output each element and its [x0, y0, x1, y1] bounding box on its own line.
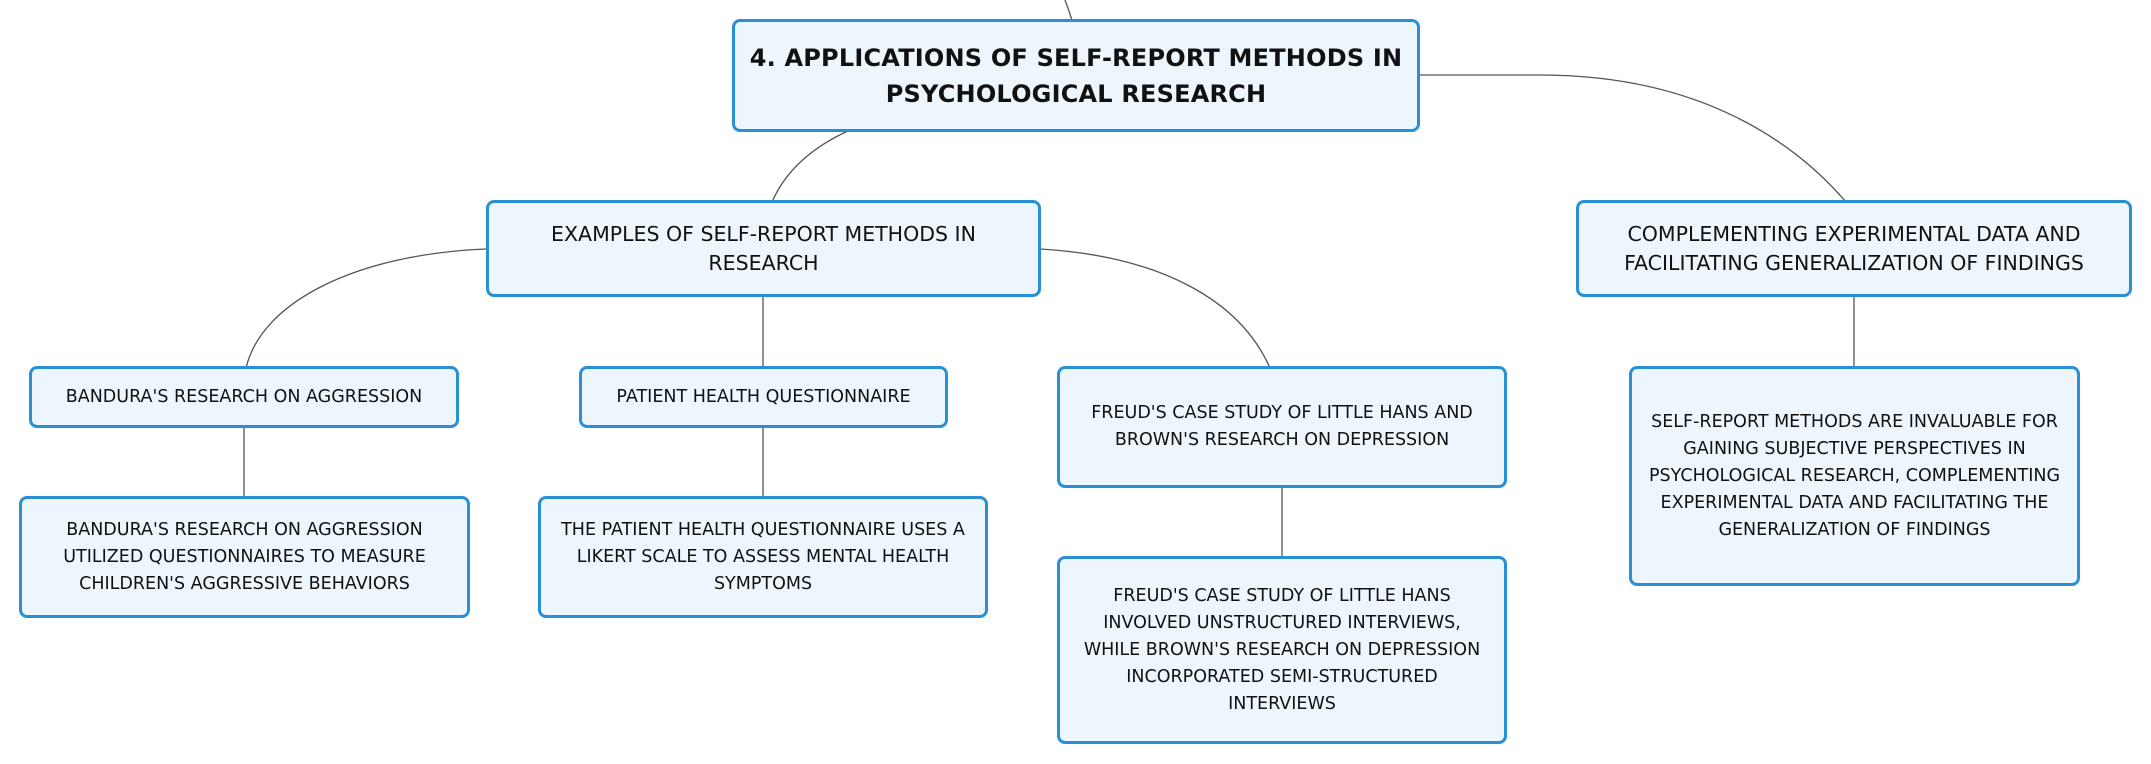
bandura-detail-node[interactable]: BANDURA'S RESEARCH ON AGGRESSION UTILIZE… [19, 496, 470, 618]
freud-detail-text: FREUD'S CASE STUDY OF LITTLE HANS INVOLV… [1083, 585, 1481, 714]
bandura-topic-label: BANDURA'S RESEARCH ON AGGRESSION [65, 386, 423, 407]
examples-topic-label: EXAMPLES OF SELF-REPORT METHODS IN RESEA… [551, 221, 976, 275]
freud-topic-node[interactable]: FREUD'S CASE STUDY OF LITTLE HANS AND BR… [1057, 366, 1507, 488]
complementing-topic-label: COMPLEMENTING EXPERIMENTAL DATA AND FACI… [1624, 221, 2084, 275]
freud-topic-label: FREUD'S CASE STUDY OF LITTLE HANS AND BR… [1091, 403, 1473, 450]
bandura-detail-text: BANDURA'S RESEARCH ON AGGRESSION UTILIZE… [63, 519, 426, 594]
bandura-topic-node[interactable]: BANDURA'S RESEARCH ON AGGRESSION [29, 366, 459, 428]
freud-detail-node[interactable]: FREUD'S CASE STUDY OF LITTLE HANS INVOLV… [1057, 556, 1507, 744]
connector-examples-to-freud [1039, 248, 1271, 369]
connector-parent-to-root [1064, 0, 1073, 21]
connector-root-to-examples [771, 129, 851, 203]
complementing-detail-text: SELF-REPORT METHODS ARE INVALUABLE FOR G… [1648, 411, 2061, 540]
complementing-topic-node[interactable]: COMPLEMENTING EXPERIMENTAL DATA AND FACI… [1576, 200, 2132, 297]
phq-detail-node[interactable]: THE PATIENT HEALTH QUESTIONNAIRE USES A … [538, 496, 988, 618]
connector-examples-to-bandura [245, 248, 487, 369]
phq-topic-node[interactable]: PATIENT HEALTH QUESTIONNAIRE [579, 366, 948, 428]
phq-topic-label: PATIENT HEALTH QUESTIONNAIRE [616, 386, 911, 407]
examples-topic-node[interactable]: EXAMPLES OF SELF-REPORT METHODS IN RESEA… [486, 200, 1041, 297]
phq-detail-text: THE PATIENT HEALTH QUESTIONNAIRE USES A … [561, 519, 965, 594]
root-topic-label: 4. APPLICATIONS OF SELF-REPORT METHODS I… [749, 43, 1403, 108]
connector-root-to-complementing [1418, 74, 1847, 203]
complementing-detail-node[interactable]: SELF-REPORT METHODS ARE INVALUABLE FOR G… [1629, 366, 2080, 586]
root-topic-node[interactable]: 4. APPLICATIONS OF SELF-REPORT METHODS I… [732, 19, 1420, 132]
